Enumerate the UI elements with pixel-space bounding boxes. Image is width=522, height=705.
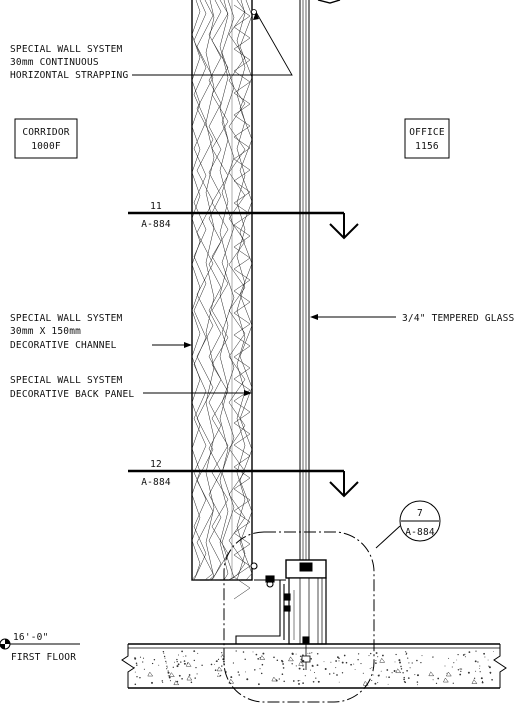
note-decorative-channel: SPECIAL WALL SYSTEM 30mm X 150mm DECORAT… — [10, 313, 192, 351]
concrete-floor-slab — [121, 643, 507, 689]
callout-sheet: A-884 — [405, 527, 435, 538]
room-number: 1000F — [31, 141, 61, 152]
svg-text:30mm X 150mm: 30mm X 150mm — [10, 326, 81, 337]
level-marker: 16'-0" FIRST FLOOR — [0, 632, 80, 663]
room-name: CORRIDOR — [22, 127, 69, 138]
note-horizontal-strapping: SPECIAL WALL SYSTEM 30mm CONTINUOUS HORI… — [10, 9, 293, 81]
section-cut-sheet: A-884 — [141, 477, 171, 488]
section-cut-number: 12 — [150, 459, 162, 470]
note-decorative-back-panel: SPECIAL WALL SYSTEM DECORATIVE BACK PANE… — [10, 375, 252, 400]
svg-text:30mm CONTINUOUS: 30mm CONTINUOUS — [10, 57, 99, 68]
room-tag-corridor: CORRIDOR 1000F — [14, 118, 78, 159]
svg-text:HORIZONTAL STRAPPING: HORIZONTAL STRAPPING — [10, 70, 128, 81]
note-tempered-glass: 3/4" TEMPERED GLASS — [310, 313, 515, 324]
svg-text:SPECIAL WALL SYSTEM: SPECIAL WALL SYSTEM — [10, 313, 123, 324]
room-tag-office: OFFICE 1156 — [404, 118, 450, 159]
detail-callout-7: 7 A-884 — [223, 500, 441, 703]
svg-text:SPECIAL WALL SYSTEM: SPECIAL WALL SYSTEM — [10, 375, 123, 386]
level-name: FIRST FLOOR — [11, 652, 76, 663]
section-cut-12: 12 A-884 — [128, 459, 359, 498]
angle-bracket — [235, 562, 311, 670]
room-number: 1156 — [415, 141, 439, 152]
level-elevation: 16'-0" — [13, 632, 49, 643]
callout-number: 7 — [417, 508, 423, 519]
svg-text:DECORATIVE BACK PANEL: DECORATIVE BACK PANEL — [10, 389, 134, 400]
svg-text:SPECIAL WALL SYSTEM: SPECIAL WALL SYSTEM — [10, 44, 123, 55]
tempered-glass — [299, 0, 341, 560]
glass-base-shoe — [285, 559, 327, 645]
section-cut-sheet: A-884 — [141, 219, 171, 230]
section-cut-11: 11 A-884 — [128, 201, 359, 240]
svg-text:3/4" TEMPERED GLASS: 3/4" TEMPERED GLASS — [402, 313, 515, 324]
svg-text:DECORATIVE CHANNEL: DECORATIVE CHANNEL — [10, 340, 117, 351]
room-name: OFFICE — [409, 127, 445, 138]
decorative-wood-panel — [191, 0, 253, 600]
section-cut-number: 11 — [150, 201, 162, 212]
